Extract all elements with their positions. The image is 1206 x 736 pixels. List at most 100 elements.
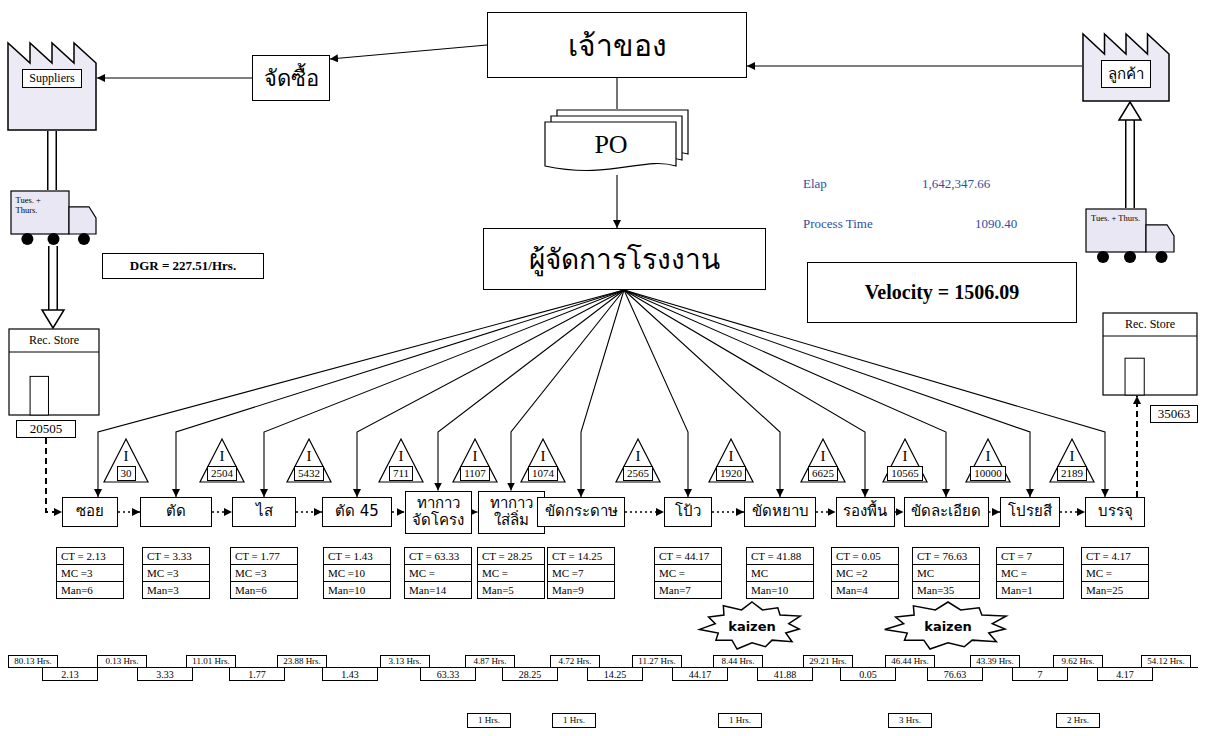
node-text: Rec. Store (1125, 317, 1175, 332)
connector-group (46, 438, 62, 512)
node-text: 80.13 Hrs. (14, 656, 52, 667)
node-text: 0.13 Hrs. (105, 656, 138, 667)
data-box: CT = 1.77MC =3Man=6 (230, 547, 298, 599)
truck-wheel (77, 233, 89, 245)
data-row: CT = 7 (997, 548, 1063, 565)
truck-wheel (1097, 251, 1109, 263)
store-icon: Rec. Store (1102, 312, 1198, 396)
dgr-box: DGR = 227.51/Hrs. (102, 253, 264, 279)
cycle-time-box: 3.33 (137, 667, 193, 681)
connector-group (712, 512, 744, 513)
wait-time-box: 23.88 Hrs. (277, 655, 327, 668)
inventory-triangle-shape (287, 439, 331, 482)
node-text: 4.72 Hrs. (558, 656, 591, 667)
inventory-mark: I (220, 449, 225, 464)
data-row: Man=5 (478, 582, 544, 598)
data-box: CT = 44.17MC =Man=7 (654, 547, 722, 599)
flow-arrow (46, 438, 62, 512)
data-row: CT = 41.88 (747, 548, 813, 565)
cycle-time-box: 2.13 (42, 667, 98, 681)
data-row: CT = 2.13 (57, 548, 123, 565)
po-document: PO (544, 109, 690, 175)
flow-arrow (1136, 396, 1138, 497)
process-box: ขัดหยาบ (744, 497, 816, 527)
node-text: Rec. Store (29, 333, 79, 348)
data-row: Man=4 (832, 582, 898, 598)
flow-arrow (97, 77, 252, 78)
node-text: ขัดกระดาษ (545, 503, 618, 520)
node-text: ขัดหยาบ (752, 503, 809, 520)
inventory-mark: I (821, 449, 826, 464)
wait-time-box: 29.21 Hrs. (803, 655, 853, 668)
data-row: MC =7 (548, 565, 614, 582)
process-box: ขัดกระดาษ (537, 497, 625, 527)
process-box: รองพื้น (836, 497, 895, 527)
elapsed-value: 1,642,347.66 (922, 176, 990, 192)
push-arrow (1060, 511, 1085, 513)
wait-time-box: 8.44 Hrs. (713, 655, 763, 668)
push-arrow (895, 511, 904, 513)
inventory-triangle: I2189 (1049, 438, 1095, 486)
connector-group (895, 512, 904, 513)
data-box: CT = 1.43MC =10Man=10 (323, 547, 391, 599)
truck-icon: Tues. + Thurs. (10, 190, 97, 246)
node-text: จัดซื้อ (264, 61, 319, 96)
inventory-count: 711 (389, 466, 413, 481)
inventory-triangle: I1107 (452, 438, 498, 486)
data-row: Man=1 (997, 582, 1063, 598)
node-text: ทากาว ใส่ลิ่ม (485, 495, 538, 530)
data-row: MC (913, 565, 979, 582)
material-flow-arrow (48, 246, 58, 310)
node-text: Tues. + Thurs. (1091, 214, 1140, 224)
cycle-time-box: 44.17 (672, 667, 728, 681)
node-text: ซอย (76, 503, 104, 520)
node-text: 23.88 Hrs. (283, 656, 321, 667)
kaizen-burst: kaizen (698, 601, 806, 651)
wait-time-box: 11.27 Hrs. (632, 655, 682, 668)
inventory-mark: I (1070, 449, 1075, 464)
node-text: 1 Hrs. (478, 715, 500, 726)
inventory-triangle-shape (453, 439, 497, 482)
node-text: 1.43 (341, 669, 359, 680)
node-text: 44.17 (689, 669, 712, 680)
node-text: 7 (1038, 669, 1043, 680)
arrow-head (1119, 102, 1141, 120)
push-arrow (816, 511, 836, 513)
inventory-triangle-shape (709, 439, 753, 482)
inventory-triangle: I2504 (199, 438, 245, 486)
inventory-mark: I (636, 449, 641, 464)
data-box: CT = 76.63MCMan=35 (912, 547, 980, 599)
wait-time-box: 43.39 Hrs. (970, 655, 1020, 668)
data-box: CT = 3.33MC =3Man=3 (142, 547, 210, 599)
data-row: Man=6 (57, 582, 123, 598)
process-box: โป้ว (664, 497, 712, 527)
inventory-mark: I (124, 449, 129, 464)
node-text: บรรจุ (1098, 503, 1133, 520)
process-box: ขัดละเอียด (904, 497, 989, 527)
connector-group (118, 512, 140, 513)
inventory-triangle: I30 (103, 438, 149, 486)
stock-count: 20505 (16, 420, 76, 438)
inventory-triangle-shape (1050, 439, 1094, 482)
data-row: MC =3 (143, 565, 209, 582)
inventory-count: 10565 (887, 466, 923, 481)
process-time-value: 1090.40 (975, 216, 1017, 232)
connector-group (97, 78, 252, 79)
node-text: kaizen (924, 619, 972, 634)
node-text: 46.44 Hrs. (891, 656, 929, 667)
inventory-triangle-shape (966, 439, 1010, 482)
delay-box: 1 Hrs. (718, 713, 762, 728)
node-text: ผู้จัดการโรงงาน (529, 237, 720, 281)
process-box: บรรจุ (1085, 497, 1145, 527)
node-text: โป้ว (675, 503, 701, 520)
kaizen-burst-shape (700, 602, 801, 649)
inventory-triangle: I5432 (286, 438, 332, 486)
inventory-mark: I (307, 449, 312, 464)
connector-group (511, 290, 624, 491)
data-row: CT = 76.63 (913, 548, 979, 565)
truck-wheel (1156, 251, 1168, 263)
node-text: Velocity = 1506.09 (865, 281, 1020, 304)
data-box: CT = 28.25MC =Man=5 (477, 547, 545, 599)
store-roof (9, 352, 99, 353)
process-box: ตัด (140, 497, 212, 527)
